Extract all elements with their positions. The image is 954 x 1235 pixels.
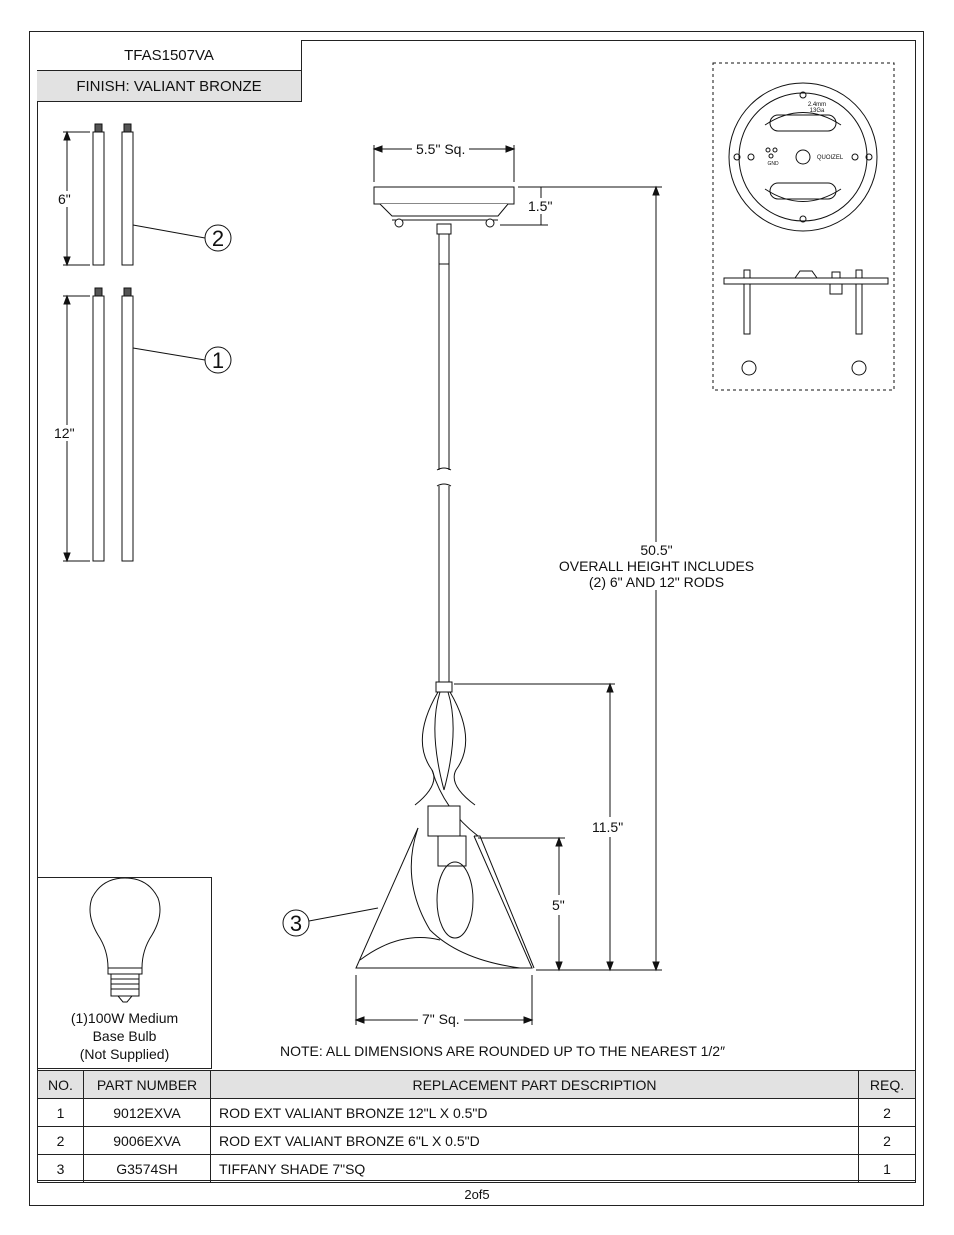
- mounting-plate-detail: [712, 62, 895, 391]
- bulb-description: (1)100W Medium Base Bulb (Not Supplied): [37, 1009, 212, 1063]
- page-number: 2of5: [464, 1187, 490, 1202]
- row-part-number: 9006EXVA: [83, 1126, 211, 1155]
- header-part-number: PART NUMBER: [83, 1070, 211, 1099]
- callout-1: 1: [212, 348, 224, 373]
- parts-table: NO. PART NUMBER REPLACEMENT PART DESCRIP…: [37, 1070, 916, 1183]
- canopy-height-label: 1.5": [526, 198, 555, 214]
- title-block: TFAS1507VA FINISH: VALIANT BRONZE: [37, 40, 302, 102]
- plate-brand-text: QUOIZEL: [817, 155, 844, 161]
- row-no: 1: [37, 1098, 84, 1127]
- canopy: [372, 145, 662, 265]
- table-row: 3 G3574SH TIFFANY SHADE 7"SQ 1: [37, 1154, 916, 1183]
- page-border-outer: [29, 31, 924, 1206]
- overall-height-label: 50.5" OVERALL HEIGHT INCLUDES (2) 6" AND…: [540, 542, 773, 590]
- shade-assembly: [282, 805, 535, 969]
- model-number: TFAS1507VA: [37, 40, 302, 71]
- row-no: 3: [37, 1154, 84, 1183]
- dimension-note: NOTE: ALL DIMENSIONS ARE ROUNDED UP TO T…: [280, 1043, 726, 1059]
- table-row: 1 9012EXVA ROD EXT VALIANT BRONZE 12"L X…: [37, 1098, 916, 1127]
- canopy-width-label: 5.5" Sq.: [412, 141, 470, 157]
- table-row: 2 9006EXVA ROD EXT VALIANT BRONZE 6"L X …: [37, 1126, 916, 1155]
- bulb-info-box: (1)100W Medium Base Bulb (Not Supplied): [37, 877, 212, 1069]
- rod-6in-group: [63, 123, 232, 267]
- overall-height-note-2: (2) 6" AND 12" RODS: [588, 574, 725, 590]
- rod-12in-group: [63, 287, 232, 563]
- rod-12in-label: 12": [54, 425, 75, 441]
- plate-ga-text: 13Ga: [810, 108, 825, 114]
- row-req: 2: [858, 1098, 916, 1127]
- overall-height-note-1: OVERALL HEIGHT INCLUDES: [558, 558, 755, 574]
- header-description: REPLACEMENT PART DESCRIPTION: [210, 1070, 859, 1099]
- bulb-illustration: [89, 877, 161, 1003]
- row-req: 2: [858, 1126, 916, 1155]
- finish-label: FINISH: VALIANT BRONZE: [37, 71, 302, 102]
- plate-gauge-text: 2.4mm: [808, 102, 826, 108]
- row-no: 2: [37, 1126, 84, 1155]
- shade-width-label: 7" Sq.: [418, 1011, 464, 1027]
- fixture-height-label: 11.5": [592, 817, 624, 837]
- plate-gnd-text: GND: [767, 161, 779, 167]
- callout-3: 3: [290, 911, 302, 936]
- row-req: 1: [858, 1154, 916, 1183]
- row-description: ROD EXT VALIANT BRONZE 6"L X 0.5"D: [210, 1126, 859, 1155]
- overall-height-value: 50.5": [640, 542, 673, 558]
- shade-height-label: 5": [552, 895, 565, 915]
- bulb-line-3: (Not Supplied): [79, 1046, 170, 1062]
- stem-rod: [435, 264, 453, 693]
- row-description: TIFFANY SHADE 7"SQ: [210, 1154, 859, 1183]
- bulb-line-2: Base Bulb: [92, 1028, 157, 1044]
- parts-table-header: NO. PART NUMBER REPLACEMENT PART DESCRIP…: [37, 1070, 916, 1099]
- bulb-line-1: (1)100W Medium: [70, 1010, 179, 1026]
- rod-6in-label: 6": [58, 191, 71, 207]
- row-description: ROD EXT VALIANT BRONZE 12"L X 0.5"D: [210, 1098, 859, 1127]
- callout-2: 2: [212, 226, 224, 251]
- row-part-number: 9012EXVA: [83, 1098, 211, 1127]
- header-req: REQ.: [858, 1070, 916, 1099]
- fixture-height-dimension: [454, 682, 615, 972]
- header-no: NO.: [37, 1070, 84, 1099]
- row-part-number: G3574SH: [83, 1154, 211, 1183]
